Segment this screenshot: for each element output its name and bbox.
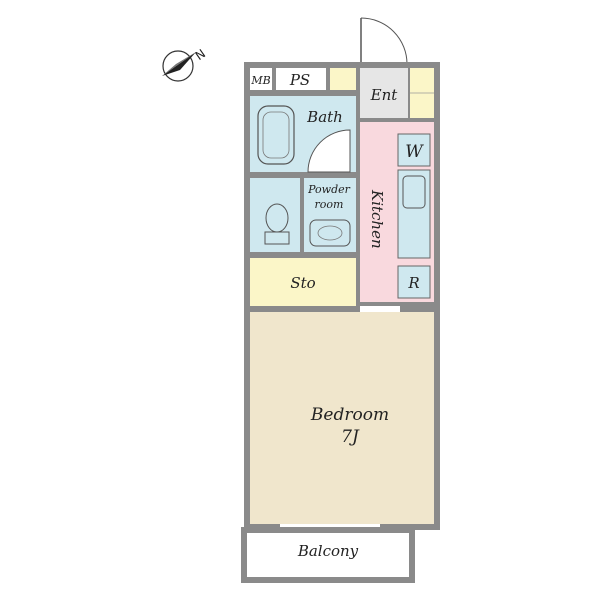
mb-area (250, 68, 272, 90)
refrigerator-space (397, 265, 431, 299)
powder-room-label-line1: Powder (307, 183, 351, 196)
compass: N (162, 46, 208, 82)
bedroom-door-opening (360, 306, 400, 312)
bathtub-inner-icon (262, 111, 290, 159)
shoe-storage (330, 68, 356, 90)
compass-label: N (193, 46, 208, 63)
bedroom-label: Bedroom (310, 405, 389, 425)
entrance-label: Ent (370, 86, 399, 104)
entrance-door (360, 17, 408, 65)
bath-label: Bath (306, 108, 343, 126)
balcony-area (241, 527, 415, 583)
bedroom-size-label: 7J (341, 427, 360, 447)
entrance-area (360, 68, 408, 118)
storage-room (250, 258, 356, 306)
refrigerator-label: R (407, 274, 419, 292)
ps-area (276, 68, 326, 90)
compass-circle (162, 50, 194, 82)
bathtub-icon (257, 105, 295, 165)
washbasin-bowl-icon (317, 225, 343, 241)
washbasin-icon (309, 219, 351, 247)
toilet-bowl-icon (265, 203, 289, 233)
north-arrow-tail-icon (162, 52, 196, 76)
kitchen-label: Kitchen (368, 189, 386, 249)
storage-label: Sto (290, 274, 315, 292)
washer-label: W (405, 142, 424, 162)
kitchen-sink-icon (402, 175, 426, 209)
bath-door (307, 129, 351, 173)
mb-label: MB (250, 74, 270, 87)
bedroom-room (250, 312, 434, 524)
toilet-room (250, 178, 300, 252)
ps-label: PS (289, 71, 310, 89)
balcony-label: Balcony (297, 542, 359, 560)
washer-space (397, 133, 431, 167)
powder-room-label-line2: room (315, 198, 344, 211)
